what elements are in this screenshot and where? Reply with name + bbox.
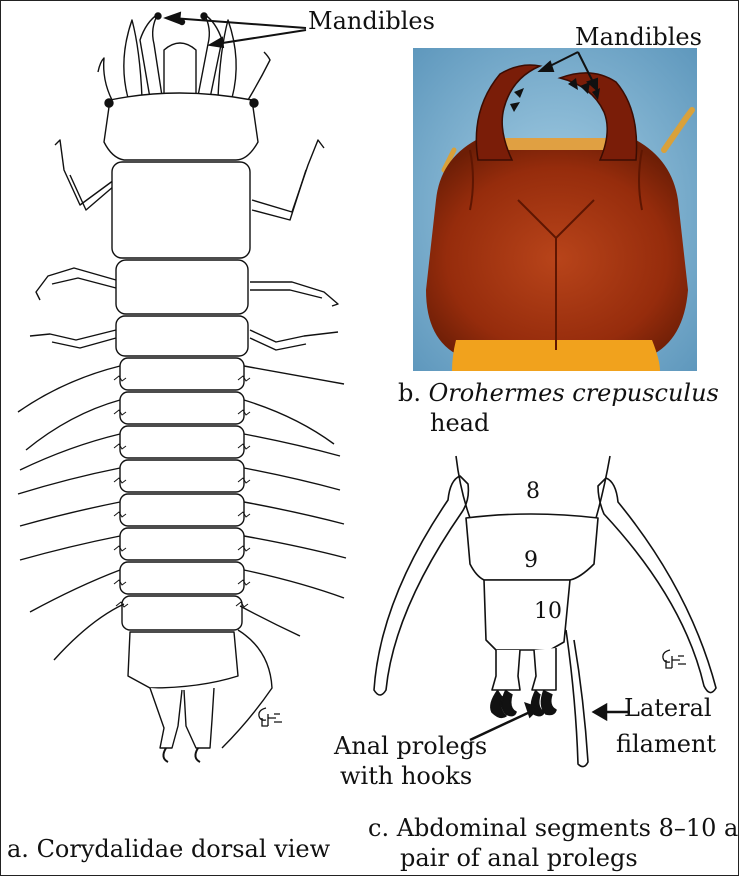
left-lateral-filament bbox=[374, 476, 468, 695]
labrum bbox=[164, 43, 196, 98]
right-lateral-filament bbox=[598, 478, 716, 693]
right-antenna bbox=[248, 52, 270, 100]
segment-8-label: 8 bbox=[526, 480, 540, 504]
larva-left-proleg bbox=[150, 688, 182, 748]
abdominal-segments bbox=[120, 358, 244, 688]
panel-a-caption: a. Corydalidae dorsal view bbox=[7, 836, 330, 863]
panel-b-caption: b. Orohermes crepusculus bbox=[398, 380, 719, 407]
panel-b-caption-species: Orohermes crepusculus bbox=[429, 379, 719, 407]
larva-drawing bbox=[18, 13, 346, 762]
panel-a-mandibles-label: Mandibles bbox=[308, 8, 435, 35]
larva-right-proleg bbox=[184, 688, 214, 748]
panel-b-caption-prefix: b. bbox=[398, 379, 429, 407]
mandibles-pointers-a bbox=[166, 13, 306, 47]
prothorax bbox=[112, 162, 250, 258]
artist-signature-a bbox=[256, 706, 286, 728]
head-photo bbox=[413, 48, 697, 371]
panel-b-caption-line2: head bbox=[430, 410, 489, 437]
right-maxilla bbox=[218, 20, 236, 98]
panel-c-caption-line2: pair of anal prolegs bbox=[400, 845, 638, 872]
left-maxilla bbox=[124, 20, 142, 98]
segment-10-filament bbox=[566, 630, 588, 767]
left-anal-proleg bbox=[492, 650, 520, 690]
segment-10-label: 10 bbox=[534, 600, 562, 624]
lateral-filament-label-line1: Lateral bbox=[624, 695, 712, 722]
panel-c-caption-line1: c. Abdominal segments 8–10 and bbox=[368, 815, 739, 842]
anal-prolegs-label-line1: Anal prolegs bbox=[334, 733, 487, 760]
larva-head bbox=[104, 93, 258, 160]
right-anal-proleg bbox=[532, 648, 556, 690]
left-mandible bbox=[140, 14, 162, 98]
panel-b-mandibles-label: Mandibles bbox=[575, 24, 702, 51]
left-antenna bbox=[98, 58, 112, 100]
lateral-filament-label-line2: filament bbox=[616, 731, 716, 758]
segment-9-label: 9 bbox=[524, 549, 538, 573]
artist-signature-c bbox=[660, 648, 690, 670]
anal-prolegs-label-line2: with hooks bbox=[340, 763, 472, 790]
metathorax bbox=[116, 316, 248, 356]
mesothorax bbox=[116, 260, 248, 314]
